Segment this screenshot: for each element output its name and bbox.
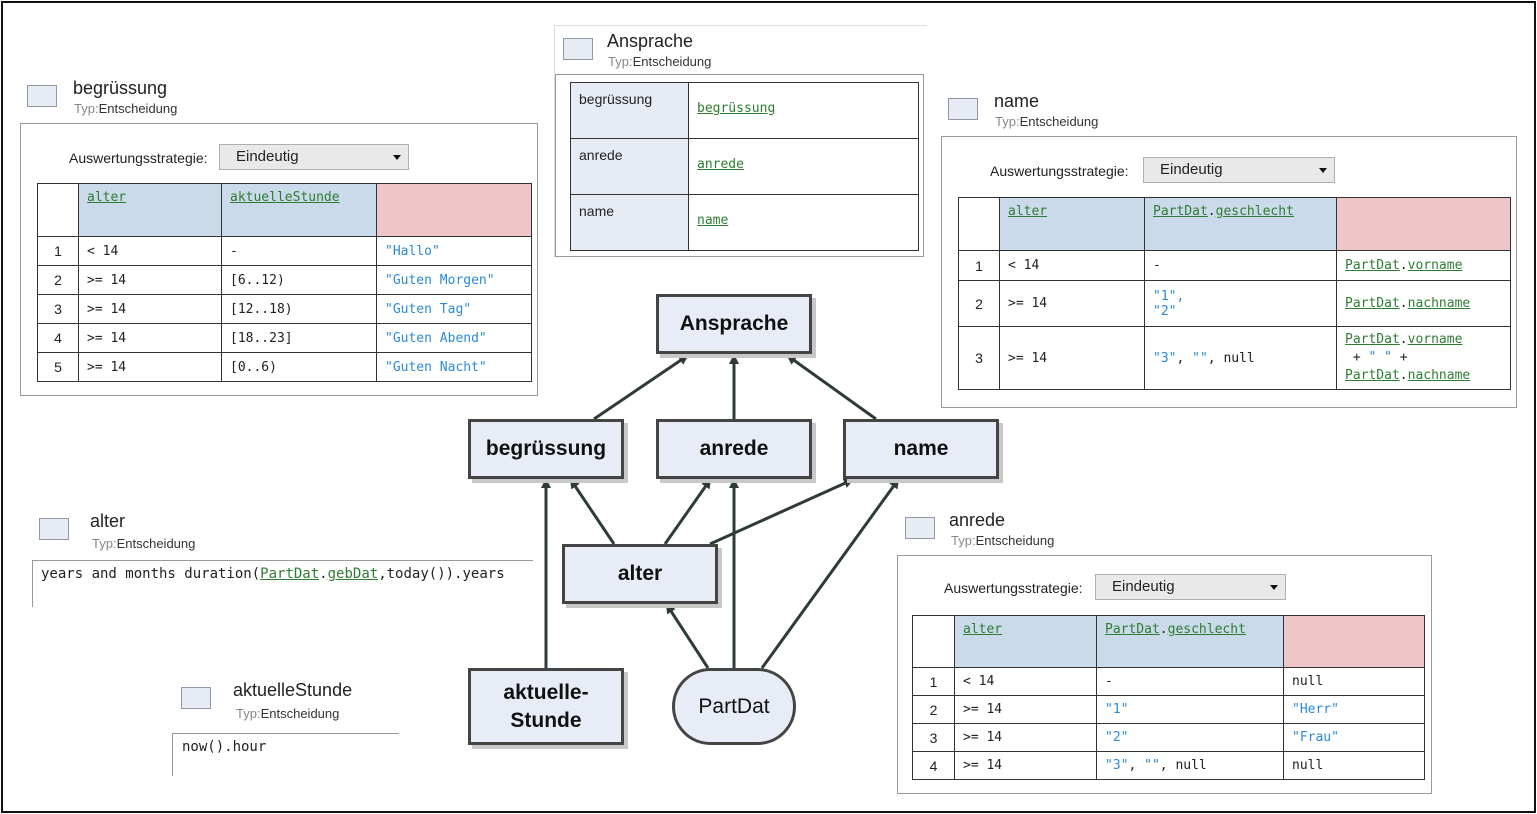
table-corner xyxy=(958,197,1000,251)
anrede-type: Typ:Entscheidung xyxy=(951,533,1055,548)
begruessung-decision-table: alter aktuelleStunde 1< 14-"Hallo" 2>= 1… xyxy=(37,183,532,382)
table-corner xyxy=(37,183,79,237)
alter-select-checkbox[interactable] xyxy=(39,518,69,540)
node-ansprache[interactable]: Ansprache xyxy=(656,294,812,354)
chevron-down-icon xyxy=(1270,585,1278,590)
alter-expression[interactable]: years and months duration(PartDat.gebDat… xyxy=(41,566,505,582)
begruessung-panel: Auswertungsstrategie: Eindeutig alter ak… xyxy=(20,123,538,396)
column-header-geschlecht[interactable]: PartDat.geschlecht xyxy=(1144,197,1337,251)
table-corner xyxy=(912,615,955,668)
anrede-select-checkbox[interactable] xyxy=(905,517,935,539)
anrede-header: anrede Typ:Entscheidung xyxy=(905,510,1205,550)
table-row[interactable]: 4>= 14 "3", "", null null xyxy=(912,751,1425,780)
ansprache-panel-background xyxy=(554,25,927,258)
node-alter[interactable]: alter xyxy=(562,544,718,604)
aktuellestunde-expression[interactable]: now().hour xyxy=(182,739,267,755)
output-column-header[interactable] xyxy=(1336,197,1511,251)
table-row[interactable]: 2>= 14"1""Herr" xyxy=(912,695,1425,724)
node-aktuellestunde[interactable]: aktuelle-Stunde xyxy=(468,668,624,745)
table-row[interactable]: 3>= 14"2""Frau" xyxy=(912,723,1425,752)
alter-header: alter Typ:Entscheidung xyxy=(39,511,339,551)
anrede-decision-table: alter PartDat.geschlecht 1< 14-null 2>= … xyxy=(912,615,1425,780)
table-row[interactable]: 3>= 14[12..18)"Guten Tag" xyxy=(37,294,532,324)
name-select-checkbox[interactable] xyxy=(948,98,978,120)
aktuellestunde-expression-box xyxy=(172,733,399,776)
node-begruessung[interactable]: begrüssung xyxy=(468,419,624,479)
name-header: name Typ:Entscheidung xyxy=(948,91,1248,131)
column-header-geschlecht[interactable]: PartDat.geschlecht xyxy=(1096,615,1284,668)
name-decision-table: alter PartDat.geschlecht 1< 14- PartDat.… xyxy=(958,197,1511,390)
begruessung-strategy-label: Auswertungsstrategie: xyxy=(69,150,208,166)
alter-expression-box xyxy=(32,560,533,607)
ansprache-type: Typ:Entscheidung xyxy=(608,54,712,69)
node-name[interactable]: name xyxy=(843,419,999,479)
table-row[interactable]: 4>= 14[18..23]"Guten Abend" xyxy=(37,323,532,353)
alter-title: alter xyxy=(90,511,126,531)
anrede-panel: Auswertungsstrategie: Eindeutig alter Pa… xyxy=(897,555,1432,794)
column-header-alter[interactable]: alter xyxy=(954,615,1097,668)
aktuellestunde-select-checkbox[interactable] xyxy=(181,687,211,709)
table-row[interactable]: 1< 14-"Hallo" xyxy=(37,236,532,266)
begruessung-strategy-select[interactable]: Eindeutig xyxy=(219,144,409,170)
table-row[interactable]: 2>= 14[6..12)"Guten Morgen" xyxy=(37,265,532,295)
output-column-header[interactable] xyxy=(1283,615,1425,668)
name-strategy-label: Auswertungsstrategie: xyxy=(990,163,1129,179)
anrede-title: anrede xyxy=(949,510,1006,530)
table-row[interactable]: 5>= 14[0..6)"Guten Nacht" xyxy=(37,352,532,382)
table-row[interactable]: 3>= 14 "3", "", null PartDat.vorname + "… xyxy=(958,326,1511,390)
output-column-header[interactable] xyxy=(376,183,532,237)
chevron-down-icon xyxy=(1319,168,1327,173)
ansprache-select-checkbox[interactable] xyxy=(563,38,593,60)
node-partdat[interactable]: PartDat xyxy=(672,668,796,745)
table-row[interactable]: 1< 14- PartDat.vorname xyxy=(958,250,1511,281)
begruessung-header: begrüssung Typ:Entscheidung xyxy=(27,78,327,118)
chevron-down-icon xyxy=(393,155,401,160)
name-type: Typ:Entscheidung xyxy=(995,114,1099,129)
node-anrede[interactable]: anrede xyxy=(656,419,812,479)
name-title: name xyxy=(994,91,1040,111)
ansprache-header: Ansprache Typ:Entscheidung xyxy=(563,31,863,71)
table-row[interactable]: 1< 14-null xyxy=(912,667,1425,696)
column-header-aktuellestunde[interactable]: aktuelleStunde xyxy=(221,183,377,237)
aktuellestunde-header: aktuelleStunde Typ:Entscheidung xyxy=(181,680,481,721)
column-header-alter[interactable]: alter xyxy=(78,183,222,237)
name-strategy-select[interactable]: Eindeutig xyxy=(1143,157,1335,183)
table-row[interactable]: 2>= 14 "1","2" PartDat.nachname xyxy=(958,280,1511,327)
name-panel: Auswertungsstrategie: Eindeutig alter Pa… xyxy=(941,136,1517,408)
anrede-strategy-label: Auswertungsstrategie: xyxy=(944,580,1083,596)
begruessung-type: Typ:Entscheidung xyxy=(74,101,178,116)
aktuellestunde-type: Typ:Entscheidung xyxy=(236,706,340,721)
ansprache-title: Ansprache xyxy=(607,31,694,51)
begruessung-select-checkbox[interactable] xyxy=(27,85,57,107)
begruessung-title: begrüssung xyxy=(73,78,168,98)
anrede-strategy-select[interactable]: Eindeutig xyxy=(1095,574,1286,600)
alter-type: Typ:Entscheidung xyxy=(92,536,196,551)
column-header-alter[interactable]: alter xyxy=(999,197,1145,251)
aktuellestunde-title: aktuelleStunde xyxy=(233,680,353,700)
